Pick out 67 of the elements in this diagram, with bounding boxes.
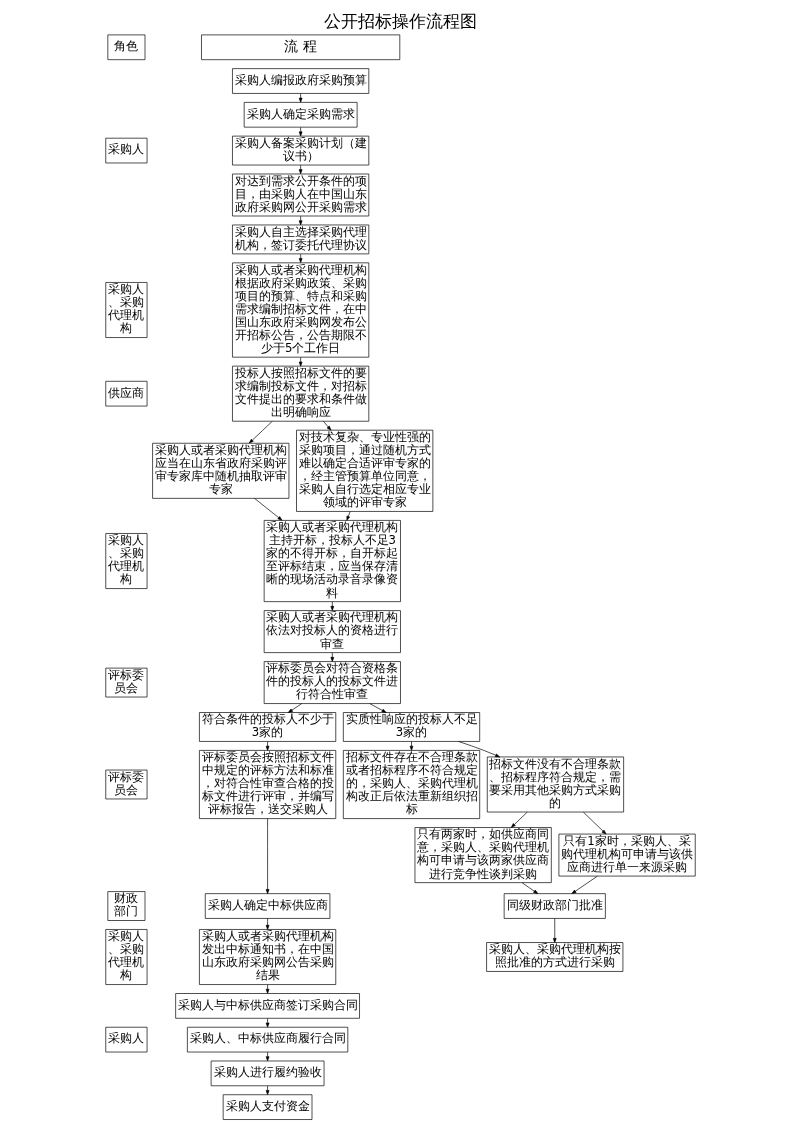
arrow (346, 511, 350, 521)
node-box: 采购人、采购代理机构按照批准的方式进行采购 (485, 942, 623, 972)
arrow (265, 918, 269, 930)
arrow (287, 703, 302, 713)
node-box: 采购人确定中标供应商 (204, 893, 330, 919)
arrow (298, 164, 302, 175)
diagram-title: 公开招标操作流程图 (323, 12, 477, 32)
node-box: 供应商 (104, 380, 147, 407)
node-box: 财政部门 (106, 891, 145, 921)
arrow (265, 1051, 269, 1062)
node-box: 评标委员会对符合资格条件的投标人的投标文件进行符合性审查 (263, 661, 401, 704)
arrow (248, 420, 273, 444)
node-box: 采购人、采购代理机构 (104, 533, 147, 589)
arrow (510, 811, 528, 828)
node-box: 评标委员会按照招标文件中规定的评标方法和标准，对符合性审查合格的投标文件进行评审，并编写评标报告，送交采购人 (198, 750, 336, 819)
node-box: 投标人按照招标文件的要求编制投标文件，对招标文件提出的要求和条件做出明确响应 (231, 365, 369, 422)
arrow (298, 126, 302, 137)
node-box: 符合条件的投标人不少于3家的 (198, 712, 336, 742)
node-box: 采购人、采购代理机构 (104, 929, 147, 985)
node-box: 角色 (106, 34, 145, 61)
node-box: 采购人或者采购代理机构根据政府采购政策、采购项目的预算、特点和采购需求编制招标文件，在中国山东政府采购网发布公开招标公告，公告期限不少于5个工作日 (231, 262, 369, 358)
arrow (322, 420, 331, 431)
arrow (298, 93, 302, 103)
arrow (298, 215, 302, 226)
node-box: 同级财政部门批准 (503, 893, 606, 919)
node-box: 采购人支付资金 (222, 1094, 312, 1120)
node-box: 采购人确定采购需求 (243, 102, 357, 128)
node-box: 采购人或者采购代理机构主持开标，投标人不足3家的不得开标，自开标起至评标结束，应当保存清晰的现场活动录音录像资料 (263, 520, 401, 602)
node-box: 招标文件没有不合理条款、招标程序符合规定，需要采用其他采购方式采购的 (486, 756, 624, 813)
arrow (265, 1085, 269, 1095)
node-box: 采购人自主选择采购代理机构，签订委托代理协议 (231, 224, 369, 255)
arrow (571, 875, 598, 894)
node-box: 对达到需求公开条件的项目，由采购人在中国山东政府采购网公开采购需求 (231, 173, 369, 217)
arrow (298, 253, 302, 263)
node-box: 流 程 (200, 34, 400, 61)
node-box: 评标委员会 (104, 769, 147, 800)
node-box: 评标委员会 (104, 667, 147, 698)
arrow (521, 882, 538, 894)
arrow (253, 498, 282, 521)
arrow (369, 703, 386, 713)
arrow (265, 1018, 269, 1028)
node-box: 采购人进行履约验收 (210, 1060, 324, 1087)
node-box: 实质性响应的投标人不足3家的 (342, 712, 480, 742)
node-box: 采购人或者采购代理机构发出中标通知书，在中国山东政府采购网公告采购结果 (198, 929, 336, 985)
node-box: 采购人编报政府采购预算 (231, 68, 369, 94)
node-box: 采购人、中标供应商履行合同 (186, 1026, 348, 1053)
node-box: 采购人、采购代理机构 (104, 282, 147, 338)
node-box: 采购人 (104, 137, 147, 164)
node-box: 对技术复杂、专业性强的采购项目，通过随机方式难以确定合适评审专家的，经主管预算单位同意，采购人自行选定相应专业领域的评审专家 (295, 429, 433, 512)
node-box: 采购人 (104, 1026, 147, 1053)
node-box: 采购人备案采购计划（建议书） (231, 135, 369, 166)
arrow (582, 811, 606, 835)
arrow (265, 984, 269, 994)
arrow (265, 818, 269, 894)
node-box: 只有两家时，如供应商同意，采购人、采购代理机构可申请与该两家供应商进行竞争性谈判采购 (414, 827, 552, 883)
arrow (330, 652, 334, 662)
node-box: 只有1家时，采购人、采购代理机构可申请与该供应商进行单一来源采购 (558, 833, 696, 877)
arrow (409, 741, 413, 751)
arrow (457, 741, 500, 758)
arrow (298, 357, 302, 367)
arrow (330, 601, 334, 611)
node-box: 采购人与中标供应商签订采购合同 (174, 993, 360, 1019)
node-box: 采购人或者采购代理机构应当在山东省政府采购评审专家库中随机抽取评审专家 (151, 442, 289, 499)
node-box: 采购人或者采购代理机构依法对投标人的资格进行审查 (263, 610, 401, 653)
arrow (552, 918, 557, 943)
node-box: 招标文件存在不合理条款或者招标程序不符合规定的，采购人、采购代理机构改正后依法重新组织招标 (342, 750, 480, 819)
arrow (265, 741, 269, 751)
